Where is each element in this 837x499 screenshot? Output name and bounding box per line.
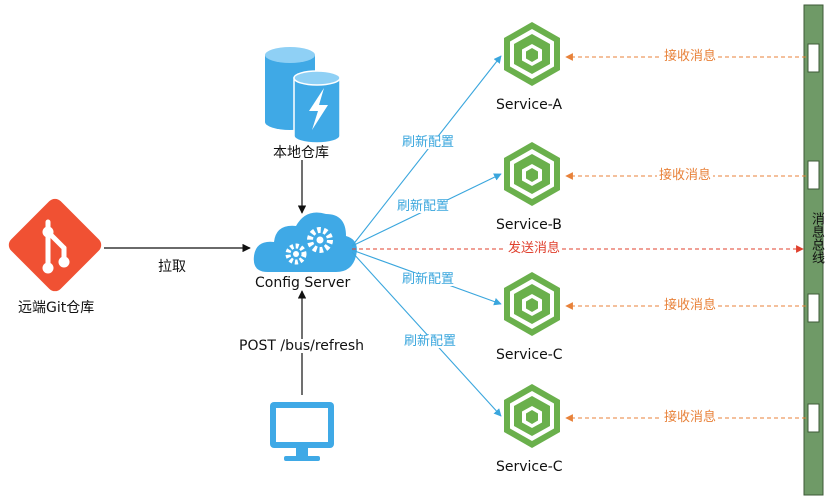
service-c2-icon — [504, 384, 560, 448]
git-icon — [8, 198, 102, 292]
cloud-gear-icon — [253, 212, 357, 272]
service-c1-label: Service-C — [496, 347, 563, 363]
receive-label-a: 接收消息 — [662, 49, 719, 64]
refresh-label-a: 刷新配置 — [402, 135, 455, 150]
pull-label: 拉取 — [158, 259, 186, 275]
service-c1-icon — [504, 272, 560, 336]
service-a-icon — [504, 22, 560, 86]
refresh-label-c2: 刷新配置 — [404, 334, 457, 349]
monitor-icon — [270, 402, 334, 461]
bus-port-a — [807, 43, 820, 73]
message-bus-label: 消息总线 — [809, 212, 824, 264]
service-c2-label: Service-C — [496, 459, 563, 475]
receive-label-c2: 接收消息 — [662, 410, 719, 425]
database-icon — [265, 47, 341, 144]
bus-port-c1 — [807, 293, 820, 323]
config-server-label: Config Server — [254, 275, 352, 291]
refresh-label-c1: 刷新配置 — [402, 272, 455, 287]
receive-label-c1: 接收消息 — [662, 298, 719, 313]
receive-label-b: 接收消息 — [657, 168, 714, 183]
refresh-label-b: 刷新配置 — [397, 199, 450, 214]
client-request-label: POST /bus/refresh — [238, 338, 366, 354]
message-bus-bar — [803, 4, 824, 496]
git-repo-label: 远端Git仓库 — [18, 300, 95, 316]
send-message-label: 发送消息 — [506, 241, 563, 256]
service-a-label: Service-A — [496, 97, 563, 113]
service-b-icon — [504, 142, 560, 206]
bus-port-c2 — [807, 403, 820, 433]
local-repo-label: 本地仓库 — [272, 145, 330, 161]
edge-refresh-c2 — [351, 251, 502, 417]
edge-refresh-a — [351, 55, 502, 247]
service-b-label: Service-B — [496, 217, 562, 233]
bus-port-b — [807, 160, 820, 190]
